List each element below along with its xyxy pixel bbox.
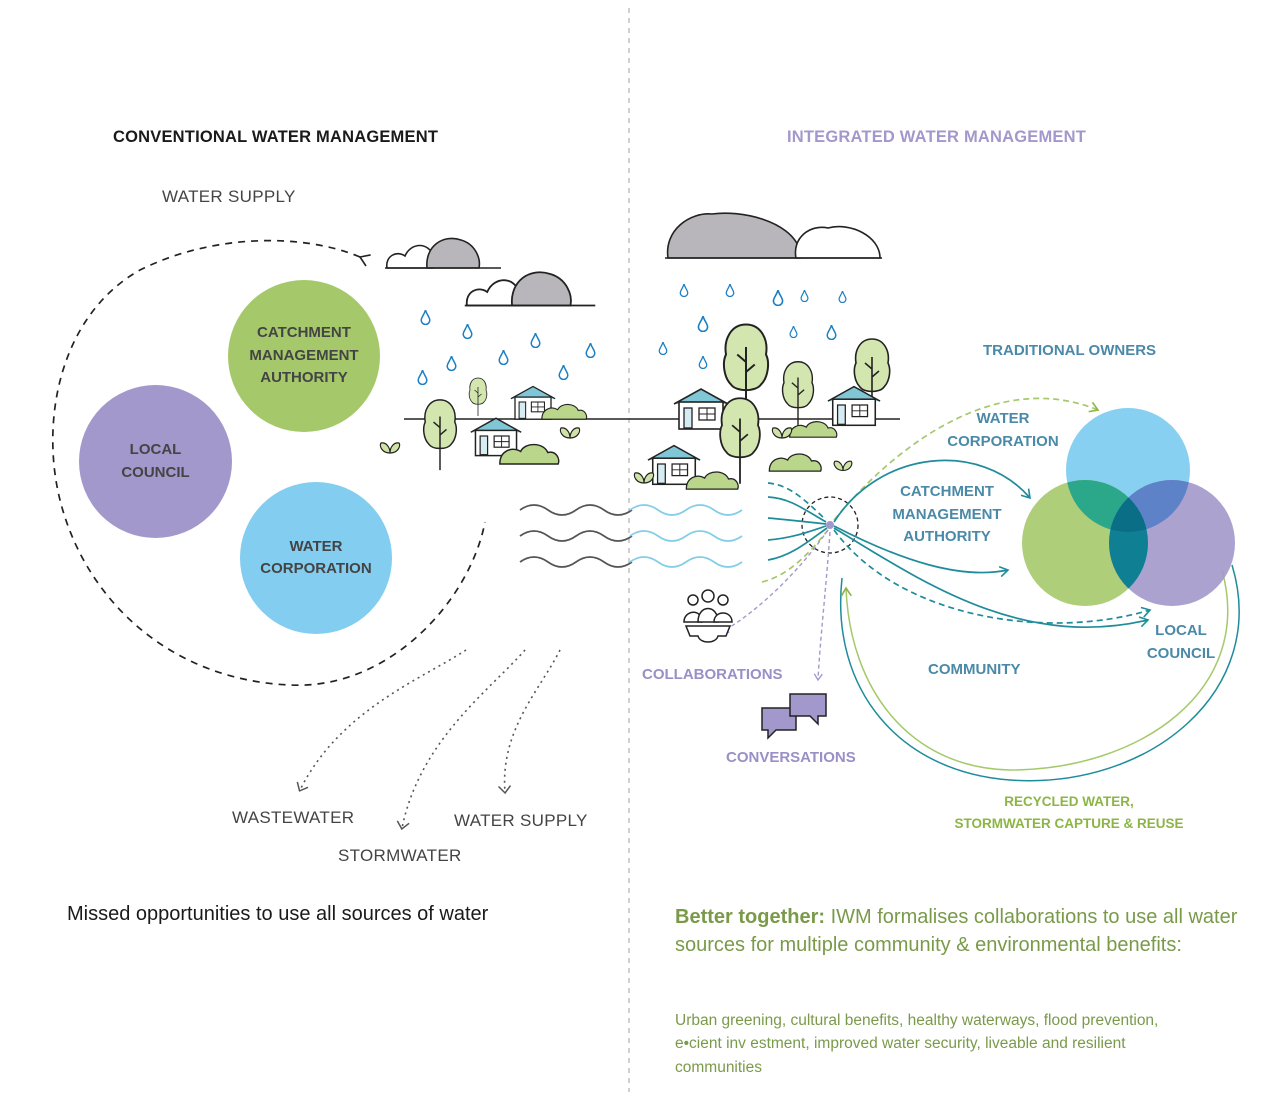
- wastewater-label: WASTEWATER: [232, 808, 355, 827]
- local-council-flow-label: LOCAL COUNCIL: [1146, 622, 1216, 662]
- right-caption: Better together: IWM formalises collabor…: [675, 903, 1245, 959]
- stormwater-label: STORMWATER: [338, 846, 462, 865]
- water-corporation-flow-label: WATER CORPORATION: [947, 410, 1059, 450]
- recycled-water-label: RECYCLED WATER, STORMWATER CAPTURE & REU…: [954, 794, 1184, 831]
- catchment-flow-label: CATCHMENT MANAGEMENT AUTHORITY: [892, 483, 1002, 545]
- benefits-list: Urban greening, cultural benefits, healt…: [675, 1012, 1159, 1076]
- conversations-label: CONVERSATIONS: [726, 749, 856, 766]
- left-water-supply-top: WATER SUPPLY: [162, 187, 296, 206]
- collaborations-label: COLLABORATIONS: [642, 666, 783, 683]
- left-heading: CONVENTIONAL WATER MANAGEMENT: [113, 128, 439, 146]
- traditional-owners-label: TRADITIONAL OWNERS: [983, 342, 1157, 359]
- local-council-label: LOCAL COUNCIL: [121, 441, 190, 481]
- local-council-circle: LOCAL COUNCIL: [79, 385, 232, 538]
- catchment-circle: CATCHMENT MANAGEMENT AUTHORITY: [228, 280, 380, 432]
- water-corporation-circle: WATER CORPORATION: [240, 482, 392, 634]
- left-caption: Missed opportunities to use all sources …: [67, 903, 489, 925]
- water-corporation-label: WATER CORPORATION: [260, 537, 372, 578]
- right-caption-bold: Better together:: [675, 906, 826, 928]
- catchment-label: CATCHMENT MANAGEMENT AUTHORITY: [249, 324, 359, 387]
- water-supply-bottom-label: WATER SUPPLY: [454, 811, 588, 830]
- right-caption-rest: IWM formalises collaborations to use all…: [675, 906, 1238, 956]
- right-heading: INTEGRATED WATER MANAGEMENT: [787, 128, 1087, 146]
- community-label: COMMUNITY: [928, 661, 1021, 678]
